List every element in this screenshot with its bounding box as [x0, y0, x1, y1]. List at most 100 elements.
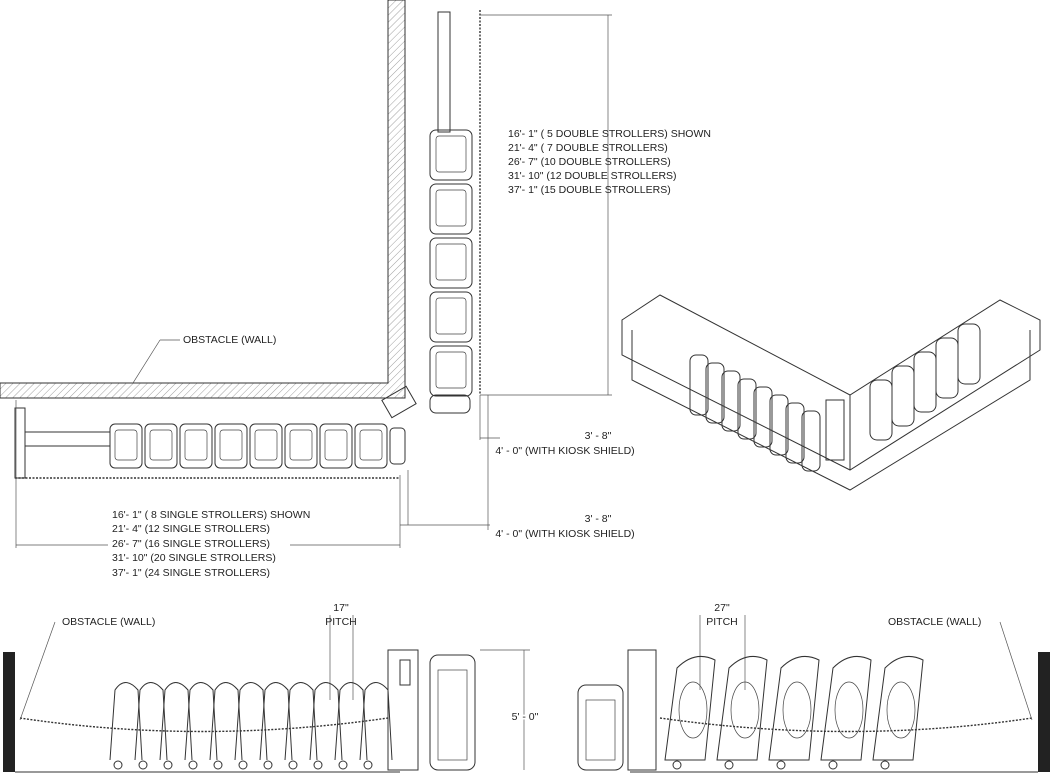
single-stroller-elevation — [309, 682, 343, 761]
single-length-list: 16'- 1" ( 8 SINGLE STROLLERS) SHOWN 21'-… — [112, 509, 310, 579]
width-dim-1: 3' - 8" — [585, 430, 612, 442]
wheel — [288, 760, 298, 770]
single-length-4: 31'- 10" (20 SINGLE STROLLERS) — [112, 552, 276, 564]
double-stroller-elevation — [664, 655, 716, 761]
stroller-iso — [689, 354, 709, 416]
stroller-seat — [435, 297, 467, 335]
stroller-iso — [891, 365, 915, 427]
stroller-iso — [935, 337, 959, 399]
stroller-iso — [957, 323, 981, 385]
wheel — [828, 760, 838, 770]
horizontal-rack-plan — [14, 407, 406, 479]
rack-rail — [437, 11, 451, 133]
wheel — [313, 760, 323, 770]
wheel — [188, 760, 198, 770]
wheel — [672, 760, 682, 770]
stroller-iso — [753, 386, 773, 448]
wheel — [113, 760, 123, 770]
double-length-3: 26'- 7" (10 DOUBLE STROLLERS) — [508, 156, 671, 168]
wheel — [238, 760, 248, 770]
pitch-label-left: PITCH — [325, 616, 357, 628]
single-stroller-plan — [109, 423, 143, 469]
single-stroller-elevation — [259, 682, 293, 761]
stroller-iso — [737, 378, 757, 440]
single-stroller-plan — [214, 423, 248, 469]
double-stroller-elevation — [716, 655, 768, 761]
pitch-label-right: PITCH — [706, 616, 738, 628]
stroller-seat — [114, 429, 138, 461]
double-stroller-plan — [429, 183, 473, 235]
wheel — [213, 760, 223, 770]
stroller-seat — [730, 681, 760, 739]
stroller-seat — [435, 189, 467, 227]
stroller-iso — [913, 351, 937, 413]
isometric-view — [621, 294, 1041, 491]
stroller-seat — [435, 351, 467, 389]
stroller-iso — [869, 379, 893, 441]
single-stroller-elevation — [209, 682, 243, 761]
single-stroller-elevation — [184, 682, 218, 761]
stroller-seat — [435, 243, 467, 281]
single-stroller-plan — [354, 423, 388, 469]
double-stroller-elevation — [872, 655, 924, 761]
vertical-rack-plan — [381, 10, 481, 419]
wheel — [338, 760, 348, 770]
stroller-seat — [219, 429, 243, 461]
stroller-seat — [834, 681, 864, 739]
rack-end — [14, 407, 26, 479]
stroller-seat — [184, 429, 208, 461]
stroller-iso — [721, 370, 741, 432]
stroller-iso — [705, 362, 725, 424]
stroller-seat — [324, 429, 348, 461]
single-stroller-plan — [284, 423, 318, 469]
wheel — [363, 760, 373, 770]
kiosk — [381, 385, 417, 419]
obstacle-label-plan: OBSTACLE (WALL) — [183, 334, 276, 346]
wheel — [880, 760, 890, 770]
double-length-1: 16'- 1" ( 5 DOUBLE STROLLERS) SHOWN — [508, 128, 711, 140]
stroller-seat — [149, 429, 173, 461]
single-stroller-plan — [319, 423, 353, 469]
stroller-seat — [886, 681, 916, 739]
single-stroller-elevation — [359, 682, 393, 761]
single-stroller-elevation — [109, 682, 143, 761]
pitch-value-right: 27" — [714, 602, 730, 614]
double-stroller-elevation — [768, 655, 820, 761]
pitch-value-left: 17" — [333, 602, 349, 614]
stroller-seat — [435, 135, 467, 173]
wheel — [776, 760, 786, 770]
single-stroller-plan — [179, 423, 213, 469]
stroller-iso — [769, 394, 789, 456]
double-length-4: 31'- 10" (12 DOUBLE STROLLERS) — [508, 170, 677, 182]
single-length-2: 21'- 4" (12 SINGLE STROLLERS) — [112, 523, 270, 535]
double-length-2: 21'- 4" ( 7 DOUBLE STROLLERS) — [508, 142, 668, 154]
stroller-seat — [359, 429, 383, 461]
single-stroller-elevation — [134, 682, 168, 761]
elevation-right — [577, 615, 1050, 773]
width-dim-2-shield: 4' - 0" (WITH KIOSK SHIELD) — [495, 528, 634, 540]
double-stroller-plan — [429, 129, 473, 181]
stroller-seat — [678, 681, 708, 739]
single-stroller-elevation — [234, 682, 268, 761]
single-stroller-plan — [144, 423, 178, 469]
wheel — [138, 760, 148, 770]
single-stroller-elevation — [159, 682, 193, 761]
double-stroller-plan — [429, 291, 473, 343]
rack-rail — [24, 431, 111, 447]
width-dim-1-shield: 4' - 0" (WITH KIOSK SHIELD) — [495, 445, 634, 457]
obstacle-label-elev-left: OBSTACLE (WALL) — [62, 616, 155, 628]
stroller-seat — [289, 429, 313, 461]
wall-plan — [0, 0, 406, 399]
obstacle-label-elev-right: OBSTACLE (WALL) — [888, 616, 981, 628]
dimension-lines-plan — [15, 14, 612, 548]
kiosk-base — [429, 394, 471, 414]
stroller-iso — [785, 402, 805, 464]
double-length-5: 37'- 1" (15 DOUBLE STROLLERS) — [508, 184, 671, 196]
stroller-iso — [801, 410, 821, 472]
height-dim: 5' - 0" — [512, 711, 539, 723]
single-stroller-elevation — [334, 682, 368, 761]
single-length-1: 16'- 1" ( 8 SINGLE STROLLERS) SHOWN — [112, 509, 310, 521]
double-stroller-elevation — [820, 655, 872, 761]
single-length-5: 37'- 1" (24 SINGLE STROLLERS) — [112, 567, 270, 579]
